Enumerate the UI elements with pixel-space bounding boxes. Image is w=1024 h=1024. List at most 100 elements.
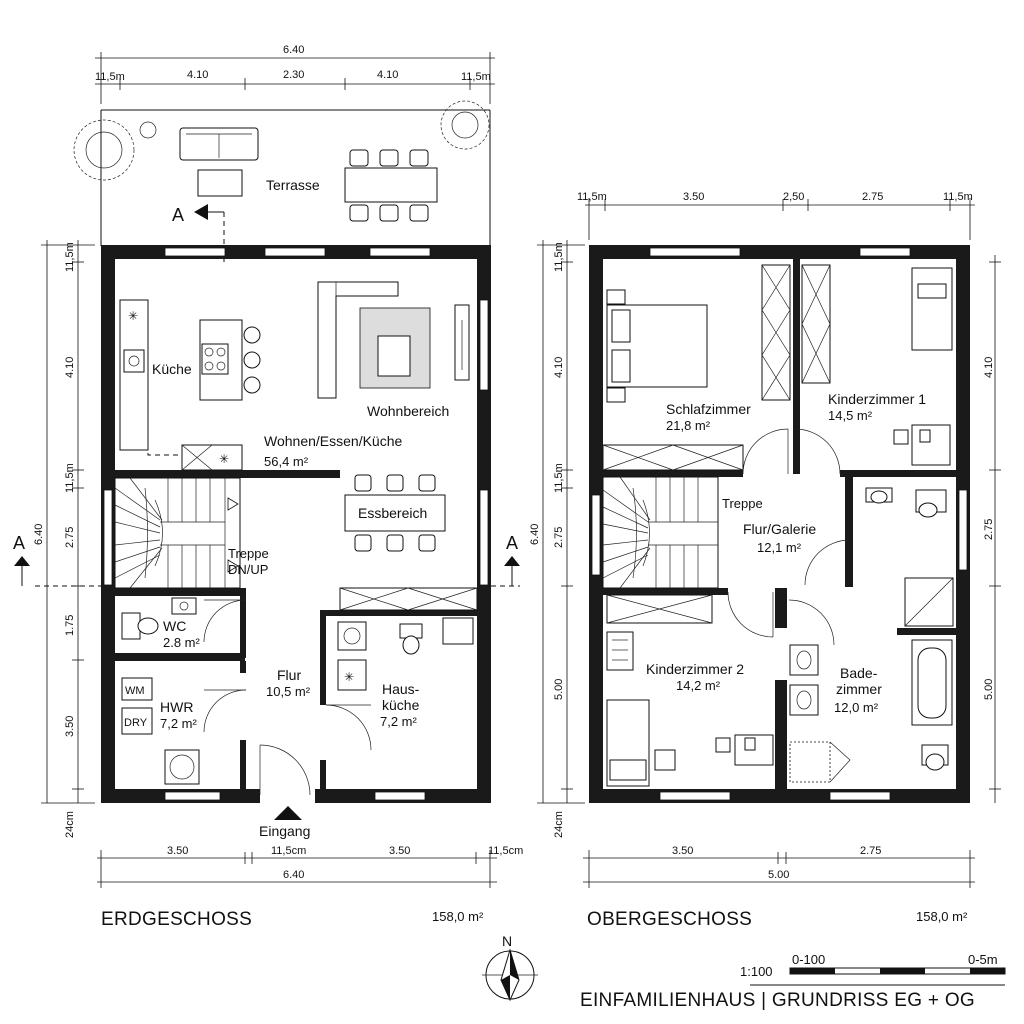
section-marker-a-left: A	[13, 533, 25, 553]
area-hwr: 7,2 m²	[160, 716, 198, 731]
area-schlafzimmer: 21,8 m²	[666, 418, 711, 433]
drawing-title: EINFAMILIENHAUS | GRUNDRISS EG + OG	[580, 990, 975, 1011]
svg-text:✳: ✳	[219, 452, 229, 466]
label-terrasse: Terrasse	[266, 177, 320, 193]
label-kueche: Küche	[152, 361, 192, 377]
dim-og-top-1: 11,5m	[577, 191, 607, 203]
dim-og-bottom-2: 2.75	[860, 845, 881, 857]
label-bad-2: zimmer	[836, 681, 882, 697]
area-kinderzimmer1: 14,5 m²	[828, 408, 873, 423]
eg-kitchen: ✳ ✳	[119, 299, 261, 471]
area-hauskueche: 7,2 m²	[380, 714, 418, 729]
floor-title-eg: ERDGESCHOSS	[101, 909, 252, 930]
dim-og-left-total: 6.40	[529, 524, 541, 545]
area-bad: 12,0 m²	[834, 700, 879, 715]
dim-eg-top-4: 4.10	[377, 69, 398, 81]
dim-eg-left-6: 3.50	[64, 716, 76, 737]
dim-eg-top-2: 4.10	[187, 69, 208, 81]
dim-og-top-5: 11,5m	[943, 191, 973, 203]
label-treppe-1: Treppe	[228, 546, 269, 561]
eg-hauskueche-furniture: ✳	[337, 617, 474, 691]
dim-eg-top-5: 11,5m	[461, 71, 491, 83]
label-wm: WM	[125, 685, 145, 697]
area-wek: 56,4 m²	[264, 454, 309, 469]
eg-wc-hwr-furniture	[121, 597, 200, 785]
floor-area-eg: 158,0 m²	[432, 909, 484, 924]
dim-eg-left-3: 11,5m	[64, 463, 76, 493]
scale-right-label: 0-5m	[968, 952, 998, 967]
label-flur: Flur	[277, 667, 301, 683]
entrance-arrow	[274, 806, 302, 820]
label-wc: WC	[163, 618, 186, 634]
og-kinder2-furniture	[606, 594, 774, 787]
eg-dim-lines	[41, 52, 497, 888]
og-bath-furniture	[789, 487, 954, 783]
label-hauskueche-1: Haus-	[382, 681, 420, 697]
section-line-a	[14, 556, 520, 587]
dim-eg-bottom-2: 11,5cm	[271, 845, 306, 857]
terrace	[73, 100, 491, 262]
label-schlafzimmer: Schlafzimmer	[666, 401, 751, 417]
dim-eg-left-1: 11,5m	[64, 242, 76, 272]
dim-eg-left-4: 2.75	[64, 527, 76, 548]
og-walls	[589, 245, 970, 803]
label-dry: DRY	[124, 717, 148, 729]
label-essbereich: Essbereich	[358, 505, 427, 521]
dim-eg-left-5: 1.75	[64, 615, 76, 636]
dim-og-bottom-total: 5.00	[768, 869, 789, 881]
dim-eg-top-3: 2.30	[283, 69, 304, 81]
eg-living-furniture	[317, 281, 478, 611]
dim-og-left-1: 11,5m	[553, 242, 565, 272]
scale-bar	[750, 967, 1006, 986]
dim-og-right-3: 5.00	[983, 679, 995, 700]
area-flur-galerie: 12,1 m²	[757, 540, 802, 555]
label-hauskueche-2: küche	[382, 697, 420, 713]
og-stairs	[602, 476, 719, 589]
dim-og-bottom-1: 3.50	[672, 845, 693, 857]
eg-doors	[203, 599, 372, 796]
north-label: N	[502, 933, 512, 949]
dim-eg-left-2: 4.10	[64, 357, 76, 378]
svg-text:✳: ✳	[344, 670, 354, 684]
label-wohnbereich: Wohnbereich	[367, 403, 449, 419]
dim-og-left-3: 11,5m	[553, 463, 565, 493]
dim-eg-left-total: 6.40	[33, 524, 45, 545]
og-dim-lines	[537, 198, 1001, 888]
dim-og-left-5: 5.00	[553, 679, 565, 700]
og-doors	[727, 428, 851, 646]
dim-eg-left-7: 24cm	[64, 811, 76, 838]
scale-ratio: 1:100	[740, 964, 773, 979]
section-marker-a-top: A	[172, 205, 184, 225]
label-treppe-2: DN/UP	[228, 562, 268, 577]
area-kinderzimmer2: 14,2 m²	[676, 678, 721, 693]
scale-left-label: 0-100	[792, 952, 825, 967]
og-kinder1-furniture	[801, 264, 953, 466]
dim-og-left-4: 2.75	[553, 527, 565, 548]
dim-og-right-1: 4.10	[983, 357, 995, 378]
area-wc: 2.8 m²	[163, 635, 201, 650]
label-og-treppe: Treppe	[722, 496, 763, 511]
dim-eg-top-1: 11,5m	[95, 71, 125, 83]
dim-og-left-6: 24cm	[553, 811, 565, 838]
label-wek: Wohnen/Essen/Küche	[264, 433, 402, 449]
floor-area-og: 158,0 m²	[916, 909, 968, 924]
dim-og-left-2: 4.10	[553, 357, 565, 378]
dim-eg-top-total: 6.40	[283, 44, 304, 56]
dim-eg-bottom-4: 11,5cm	[488, 845, 523, 857]
label-hwr: HWR	[160, 699, 193, 715]
area-flur: 10,5 m²	[266, 684, 311, 699]
label-flur-galerie: Flur/Galerie	[743, 521, 816, 537]
og-bedroom-furniture	[602, 264, 791, 471]
section-marker-a-right: A	[506, 533, 518, 553]
eg-walls	[101, 245, 491, 803]
dim-eg-bottom-1: 3.50	[167, 845, 188, 857]
dim-og-right-2: 2.75	[983, 519, 995, 540]
svg-text:✳: ✳	[128, 309, 138, 323]
label-kinderzimmer2: Kinderzimmer 2	[646, 661, 744, 677]
label-eingang: Eingang	[259, 823, 310, 839]
dim-og-top-3: 2,50	[783, 191, 804, 203]
floor-title-og: OBERGESCHOSS	[587, 909, 752, 930]
label-kinderzimmer1: Kinderzimmer 1	[828, 391, 926, 407]
eg-stairs	[114, 477, 241, 589]
